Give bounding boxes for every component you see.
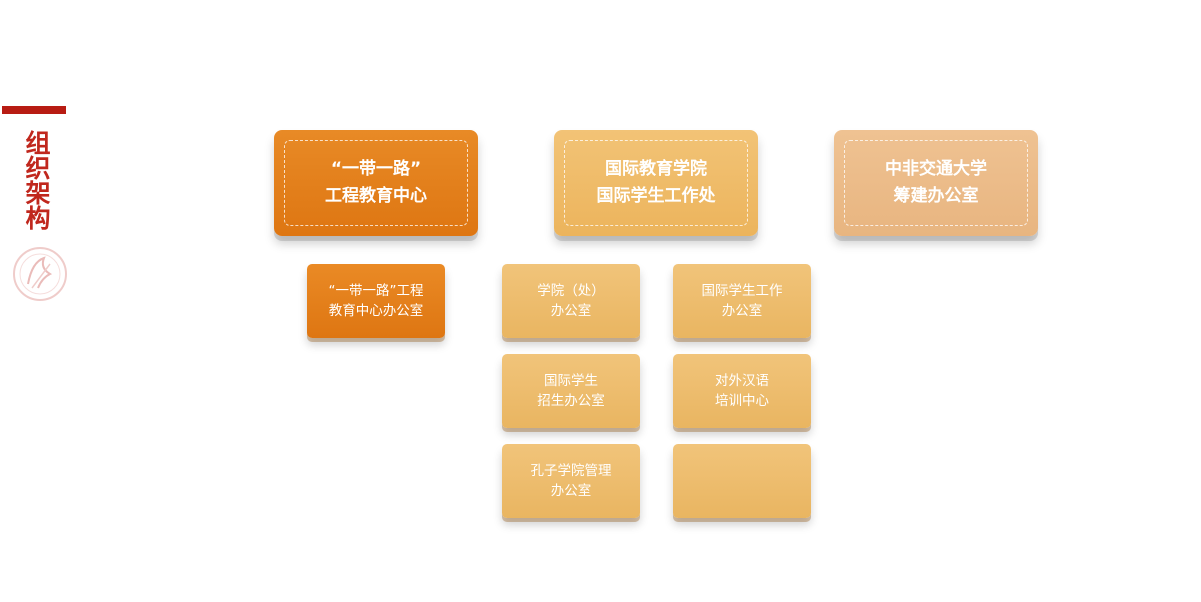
org-sub-box-empty [673,444,811,518]
dashed-border [844,140,1028,226]
dashed-border [564,140,748,226]
accent-bar [2,106,66,114]
org-sub-label: “一带一路”工程 教育中心办公室 [328,283,424,319]
org-sub-box: 学院（处） 办公室 [502,264,640,338]
org-sub-box: “一带一路”工程 教育中心办公室 [307,264,445,338]
org-box-international-education: 国际教育学院 国际学生工作处 [554,130,758,236]
org-box-label: 中非交通大学 筹建办公室 [885,159,987,206]
org-sub-label: 国际学生 招生办公室 [537,373,605,409]
org-box-label: 国际教育学院 国际学生工作处 [596,159,716,206]
org-sub-box: 国际学生工作 办公室 [673,264,811,338]
org-box-sino-africa-university: 中非交通大学 筹建办公室 [834,130,1038,236]
seal-logo-icon [13,247,67,301]
org-box-label: “一带一路” 工程教育中心 [325,159,427,206]
org-sub-label: 国际学生工作 办公室 [701,283,783,319]
org-sub-box: 对外汉语 培训中心 [673,354,811,428]
org-sub-label: 孔子学院管理 办公室 [530,463,612,499]
dashed-border [284,140,468,226]
org-sub-label: 对外汉语 培训中心 [715,373,769,409]
org-sub-box: 孔子学院管理 办公室 [502,444,640,518]
page-title: 组织架构 [22,130,51,230]
org-box-belt-road-center: “一带一路” 工程教育中心 [274,130,478,236]
org-sub-label: 学院（处） 办公室 [537,283,605,319]
org-sub-box: 国际学生 招生办公室 [502,354,640,428]
